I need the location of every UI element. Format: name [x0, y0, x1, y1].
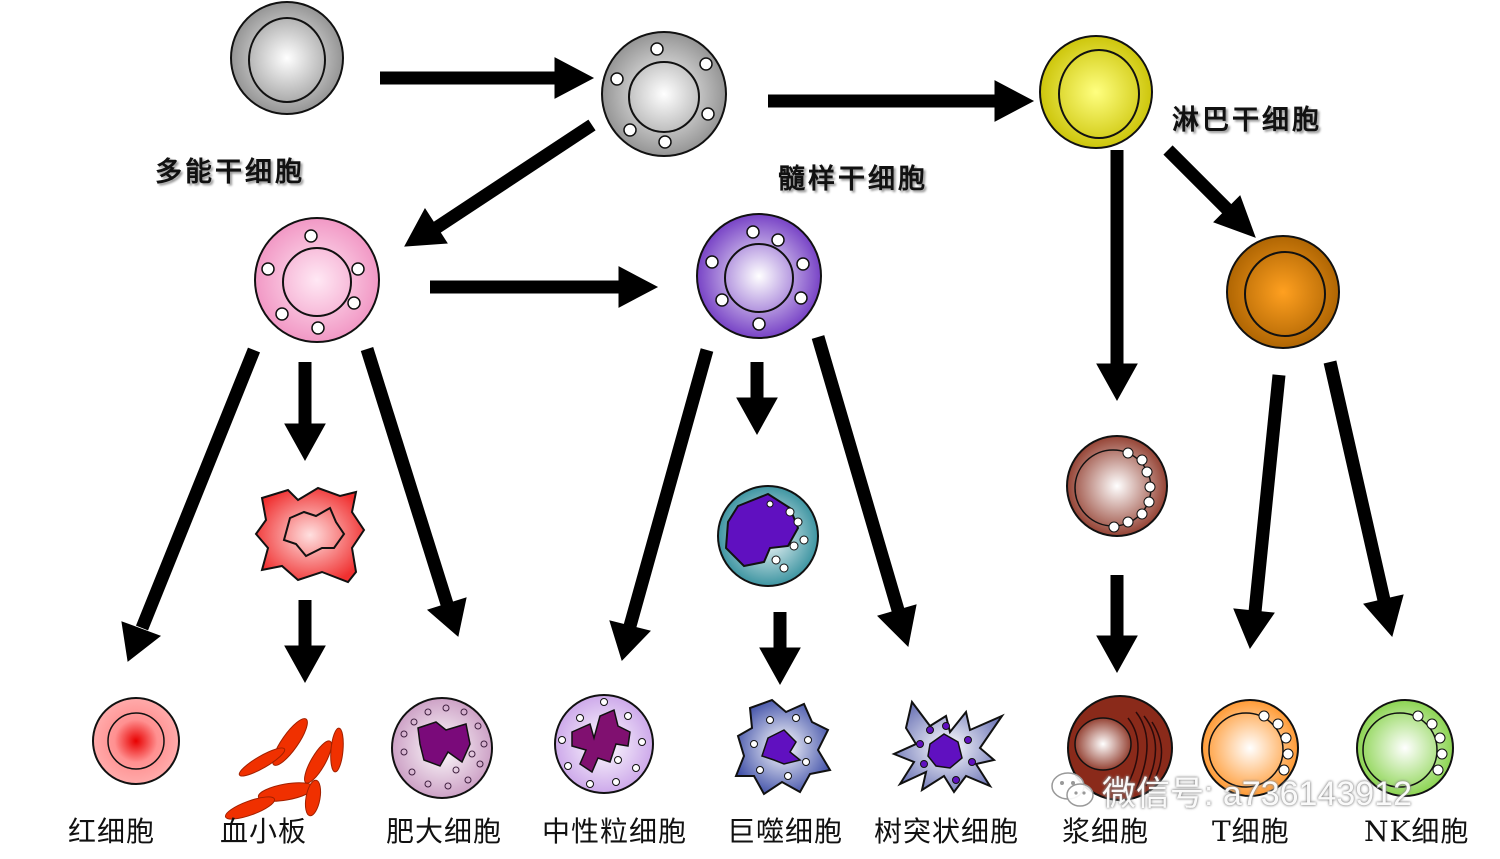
label-macrophage: 巨噬细胞: [727, 815, 844, 848]
label-dendritic-cell: 树突状细胞: [874, 815, 1020, 848]
wechat-icon: [1051, 772, 1094, 807]
label-lymphoid-stem-cell: 淋巴干细胞: [1172, 105, 1322, 136]
purple-progenitor-cell: [696, 213, 822, 339]
myeloid-stem-cell: [601, 31, 727, 157]
t-cell: [1201, 699, 1299, 797]
plasma-cell: [1067, 695, 1173, 801]
b-lineage-cell: [1226, 235, 1340, 349]
nk-cell: [1356, 699, 1454, 797]
label-platelet: 血小板: [220, 815, 308, 848]
label-plasma-cell: 浆细胞: [1062, 815, 1150, 848]
macrophage: [734, 698, 832, 796]
dendritic-cell: [891, 699, 1005, 794]
label-t-cell: T细胞: [1212, 815, 1290, 848]
label-pluripotent-stem-cell: 多能干细胞: [155, 157, 305, 188]
platelets: [224, 718, 344, 820]
watermark: 微信号: a736143912: [1050, 768, 1412, 813]
label-red-blood-cell: 红细胞: [68, 815, 156, 848]
pluripotent-stem-cell: [230, 1, 344, 115]
label-myeloid-stem-cell: 髓样干细胞: [778, 164, 928, 195]
label-mast-cell: 肥大细胞: [386, 815, 503, 848]
mast-cell: [391, 697, 493, 799]
label-neutrophil: 中性粒细胞: [542, 815, 688, 848]
arrows: [121, 57, 1404, 686]
neutrophil: [554, 694, 654, 794]
plasma-precursor-cell: [1066, 435, 1168, 537]
pink-progenitor-cell: [254, 217, 380, 343]
watermark-text: 微信号: a736143912: [1102, 774, 1412, 813]
megakaryocyte: [254, 486, 366, 584]
label-nk-cell: NK细胞: [1364, 815, 1470, 848]
monocyte: [717, 485, 819, 587]
red-blood-cell: [92, 697, 180, 785]
lymphoid-stem-cell: [1039, 35, 1153, 149]
